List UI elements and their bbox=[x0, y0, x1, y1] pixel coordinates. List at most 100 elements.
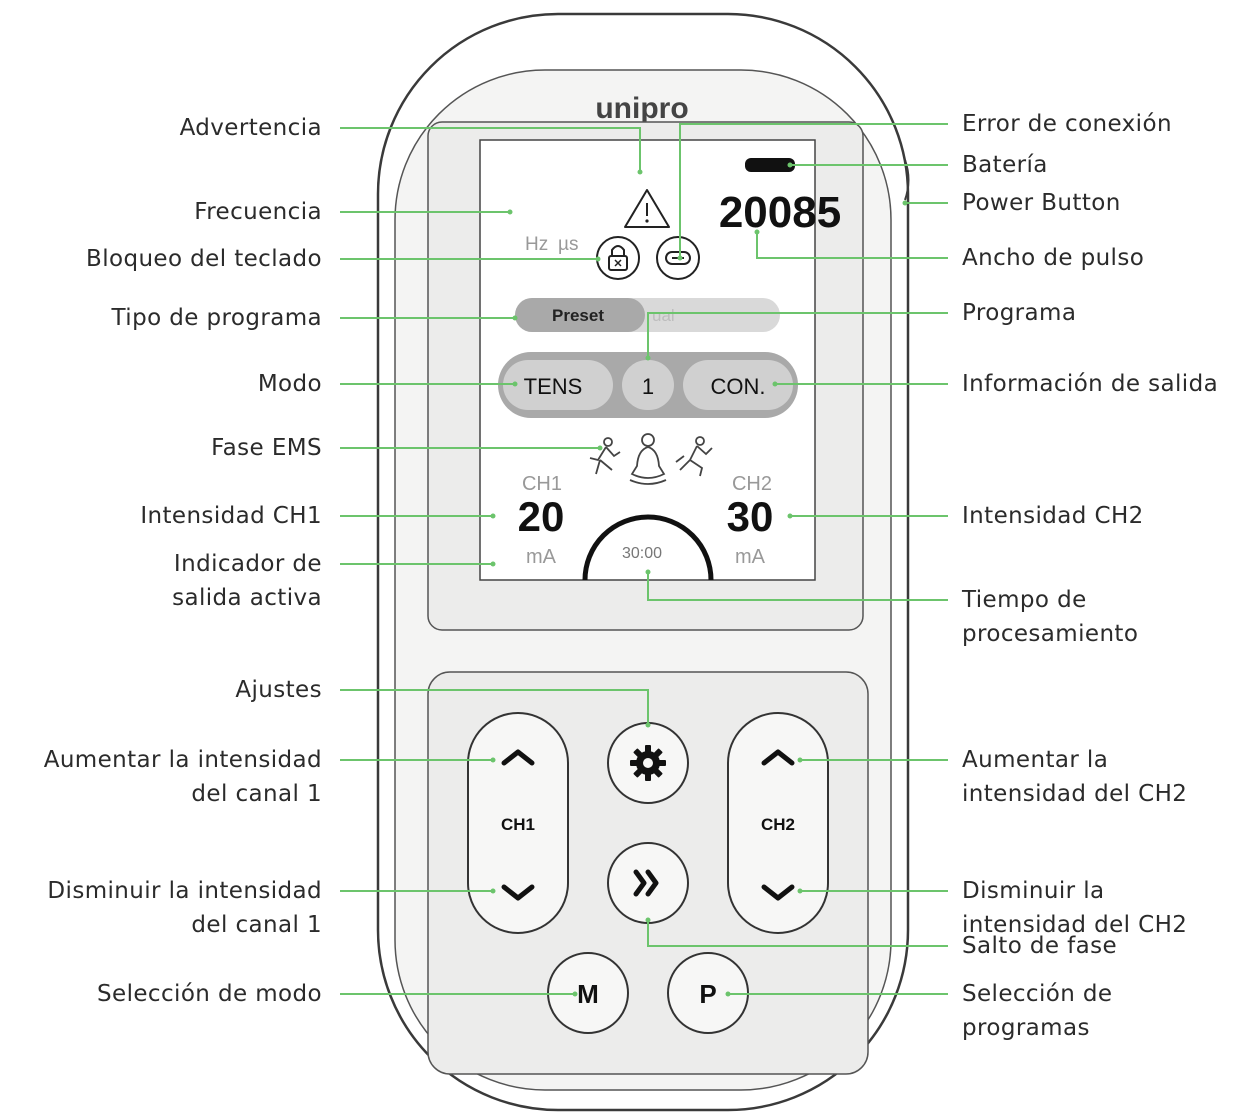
right-leader-5-dot bbox=[772, 381, 778, 387]
right-callout-4: Programa bbox=[962, 296, 1076, 330]
keypad-lock-icon bbox=[596, 236, 640, 280]
pulse-width-value: 20085 bbox=[719, 188, 841, 237]
right-leader-3 bbox=[756, 232, 948, 259]
right-callout-7: Tiempo de procesamiento bbox=[962, 583, 1138, 651]
right-leader-9-dot bbox=[797, 888, 803, 894]
left-leader-8 bbox=[340, 689, 649, 725]
output-info: CON. bbox=[711, 374, 766, 399]
right-callout-9-line-0: Disminuir la bbox=[962, 878, 1105, 904]
right-callout-10-line-0: Salto de fase bbox=[962, 933, 1118, 959]
right-callout-5-line-0: Información de salida bbox=[962, 371, 1219, 397]
left-callout-1: Frecuencia bbox=[194, 195, 322, 229]
right-leader-0 bbox=[679, 123, 948, 258]
settings-button[interactable] bbox=[607, 722, 689, 804]
right-callout-4-line-0: Programa bbox=[962, 300, 1077, 326]
right-leader-0-dot bbox=[677, 255, 683, 261]
ch1-up-icon[interactable] bbox=[501, 749, 535, 766]
warning-icon bbox=[624, 189, 670, 228]
left-leader-0 bbox=[340, 127, 641, 172]
left-callout-10-line-1: del canal 1 bbox=[191, 912, 322, 938]
left-callout-6-line-0: Intensidad CH1 bbox=[140, 503, 322, 529]
left-callout-0-line-0: Advertencia bbox=[179, 115, 322, 141]
timer-value: 30:00 bbox=[622, 545, 662, 562]
left-leader-5-dot bbox=[597, 445, 603, 451]
left-callout-1-line-0: Frecuencia bbox=[194, 199, 322, 225]
right-callout-5: Información de salida bbox=[962, 367, 1218, 401]
left-callout-8: Ajustes bbox=[235, 673, 322, 707]
left-leader-3-dot bbox=[512, 315, 518, 321]
ch1-unit: mA bbox=[526, 546, 557, 568]
left-callout-3-line-0: Tipo de programa bbox=[111, 305, 322, 331]
right-callout-10: Salto de fase bbox=[962, 929, 1117, 963]
program-type-active: Preset bbox=[552, 306, 604, 325]
meditation-figure-icon bbox=[629, 433, 667, 485]
right-leader-1-dot bbox=[787, 162, 793, 168]
left-leader-7-dot bbox=[490, 561, 496, 567]
phase-skip-button[interactable] bbox=[607, 842, 689, 924]
right-callout-8-line-0: Aumentar la bbox=[962, 747, 1109, 773]
mode-value: TENS bbox=[524, 374, 583, 399]
ch1-button-label: CH1 bbox=[501, 815, 535, 834]
right-callout-6-line-0: Intensidad CH2 bbox=[962, 503, 1144, 529]
right-callout-1-line-0: Batería bbox=[962, 152, 1048, 178]
right-callout-8-line-1: intensidad del CH2 bbox=[962, 781, 1188, 807]
left-callout-11: Selección de modo bbox=[97, 977, 322, 1011]
left-callout-3: Tipo de programa bbox=[112, 301, 322, 335]
right-leader-11-dot bbox=[725, 991, 731, 997]
right-leader-6-dot bbox=[787, 513, 793, 519]
output-info-pill bbox=[683, 360, 793, 410]
timer-arc bbox=[582, 514, 714, 581]
left-leader-4-dot bbox=[512, 381, 518, 387]
right-callout-1: Batería bbox=[962, 148, 1048, 182]
ch2-up-icon[interactable] bbox=[761, 749, 795, 766]
ch2-button-label: CH2 bbox=[761, 815, 795, 834]
ch1-rocker[interactable]: CH1 bbox=[467, 712, 569, 934]
ch2-intensity: 30 bbox=[727, 493, 774, 540]
right-callout-7-line-1: procesamiento bbox=[962, 621, 1139, 647]
ch2-label: CH2 bbox=[732, 473, 772, 495]
right-callout-3: Ancho de pulso bbox=[962, 241, 1144, 275]
right-callout-8: Aumentar la intensidad del CH2 bbox=[962, 743, 1187, 811]
right-leader-3-dot bbox=[754, 229, 760, 235]
ch1-down-icon[interactable] bbox=[501, 884, 535, 901]
right-leader-10 bbox=[647, 920, 948, 947]
power-button-notch bbox=[904, 159, 910, 201]
leader-lines bbox=[340, 123, 948, 997]
right-callout-0-line-0: Error de conexión bbox=[962, 111, 1172, 137]
ch1-intensity: 20 bbox=[518, 493, 565, 540]
right-callout-0: Error de conexión bbox=[962, 107, 1172, 141]
left-callout-0: Advertencia bbox=[180, 111, 322, 145]
right-callout-7-line-0: Tiempo de bbox=[962, 587, 1087, 613]
right-callout-3-line-0: Ancho de pulso bbox=[962, 245, 1145, 271]
ch2-rocker[interactable]: CH2 bbox=[727, 712, 829, 934]
left-callout-11-line-0: Selección de modo bbox=[97, 981, 322, 1007]
right-leader-8-dot bbox=[797, 757, 803, 763]
program-type-other: ual bbox=[652, 306, 675, 325]
warmup-figure-icon bbox=[589, 437, 621, 475]
right-leader-7 bbox=[647, 572, 948, 601]
left-callout-9-line-1: del canal 1 bbox=[191, 781, 322, 807]
ch1-label: CH1 bbox=[522, 473, 562, 495]
left-leader-8-dot bbox=[645, 722, 651, 728]
right-leader-4 bbox=[647, 312, 948, 358]
left-leader-6-dot bbox=[490, 513, 496, 519]
left-callout-2: Bloqueo del teclado bbox=[86, 242, 322, 276]
program-type-active-pill bbox=[515, 298, 645, 332]
exercise-figure-icon bbox=[675, 436, 713, 477]
right-callout-11-line-0: Selección de bbox=[962, 981, 1113, 1007]
right-leader-2-dot bbox=[902, 200, 908, 206]
mode-pill bbox=[503, 360, 613, 410]
left-callout-8-line-0: Ajustes bbox=[235, 677, 322, 703]
ch2-down-icon[interactable] bbox=[761, 884, 795, 901]
ch2-unit: mA bbox=[735, 546, 766, 568]
right-callout-11: Selección de programas bbox=[962, 977, 1112, 1045]
right-callout-11-line-1: programas bbox=[962, 1015, 1090, 1041]
program-button-label: P bbox=[699, 979, 716, 1009]
program-number-pill bbox=[622, 360, 674, 410]
gear-icon bbox=[630, 745, 666, 781]
left-leader-9-dot bbox=[490, 757, 496, 763]
